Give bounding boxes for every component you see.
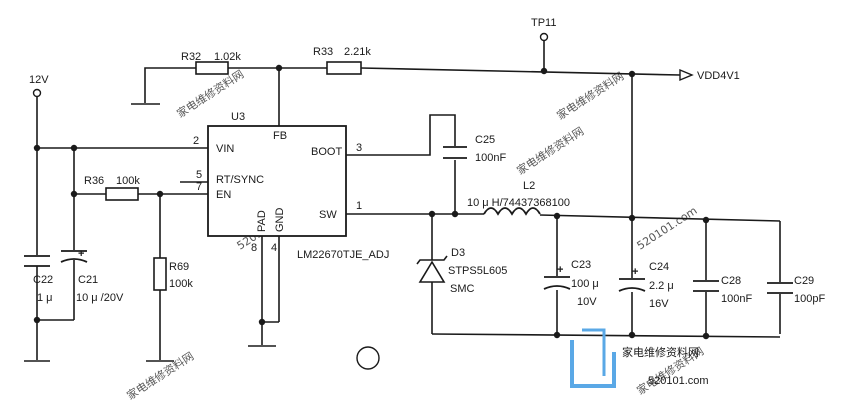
label-pin-fb: FB (273, 130, 287, 142)
label-r33: R33 (313, 46, 333, 58)
label-pin-5: 5 (196, 169, 202, 181)
label-pin-7: 7 (196, 181, 202, 193)
label-c24-value: 2.2 μ (649, 280, 674, 292)
site-logo-icon (570, 340, 616, 388)
vdd-output-arrow-icon (679, 68, 694, 82)
label-pin-boot: BOOT (311, 146, 342, 158)
capacitor-c29 (767, 282, 793, 294)
label-l2-value: 10 μ H/74437368100 (467, 197, 570, 209)
capacitor-c24 (618, 278, 646, 292)
watermark-text: 520101.com (635, 204, 700, 252)
label-pin-2: 2 (193, 135, 199, 147)
tp11-testpoint (539, 32, 549, 42)
label-c28: C28 (721, 275, 741, 287)
label-pin-vin: VIN (216, 143, 234, 155)
label-pin-3: 3 (356, 142, 362, 154)
label-c29-value: 100pF (794, 293, 825, 305)
label-pin-rtsync: RT/SYNC (216, 174, 264, 186)
label-c24-voltage: 16V (649, 298, 669, 310)
label-pin-4: 4 (271, 242, 277, 254)
label-pin-en: EN (216, 189, 231, 201)
ground-layer (24, 103, 276, 362)
capacitor-c28 (693, 280, 719, 292)
label-layer: R32 1.02k R33 2.21k TP11 VDD4V1 12V U3 F… (29, 17, 825, 310)
diode-d3 (416, 255, 448, 283)
label-r69-value: 100k (169, 278, 193, 290)
label-c23-polarity: + (557, 264, 563, 276)
resistor-r36 (105, 187, 139, 201)
label-r36: R36 (84, 175, 104, 187)
label-c22: C22 (33, 274, 53, 286)
site-logo-text: 家电维修资料网 (622, 345, 699, 359)
label-pin-8: 8 (251, 242, 257, 254)
label-pin-gnd: GND (274, 208, 286, 233)
site-logo: 家电维修资料网 520101.com (570, 328, 709, 388)
label-vdd4v1: VDD4V1 (697, 70, 740, 82)
label-c25: C25 (475, 134, 495, 146)
label-c21-value: 10 μ /20V (76, 292, 124, 304)
site-logo-icon (582, 328, 606, 376)
figure-number-circle (356, 346, 380, 370)
label-r33-value: 2.21k (344, 46, 371, 58)
resistor-r32 (195, 61, 229, 75)
label-d3-package: SMC (450, 283, 475, 295)
label-c23: C23 (571, 259, 591, 271)
label-l2: L2 (523, 180, 535, 192)
label-r36-value: 100k (116, 175, 140, 187)
resistor-r69 (153, 257, 167, 291)
junction-layer (33, 64, 710, 340)
label-pin-1: 1 (356, 200, 362, 212)
label-c21: C21 (78, 274, 98, 286)
label-r32-value: 1.02k (214, 51, 241, 63)
label-pin-sw: SW (319, 209, 337, 221)
label-chip-part: LM22670TJE_ADJ (297, 249, 389, 261)
label-pin-pad: PAD (256, 210, 268, 232)
label-u3: U3 (231, 111, 245, 123)
label-c23-value: 100 μ (571, 278, 599, 290)
label-r69: R69 (169, 261, 189, 273)
label-c22-value: 1 μ (37, 292, 53, 304)
capacitor-c23 (543, 276, 571, 290)
label-c25-value: 100nF (475, 152, 506, 164)
label-12v: 12V (29, 74, 49, 86)
label-c21-polarity: + (78, 248, 84, 260)
capacitor-c21 (60, 250, 88, 263)
site-logo-url: 520101.com (648, 375, 709, 387)
label-c28-value: 100nF (721, 293, 752, 305)
inductor-l2 (483, 207, 541, 216)
label-d3: D3 (451, 247, 465, 259)
label-tp11: TP11 (531, 17, 556, 29)
label-c23-voltage: 10V (577, 296, 597, 308)
resistor-r33 (326, 61, 362, 75)
label-c24-polarity: + (632, 266, 638, 278)
capacitor-c25 (443, 146, 467, 159)
wire-layer (36, 41, 781, 360)
capacitor-c22 (24, 255, 50, 267)
label-c29: C29 (794, 275, 814, 287)
label-d3-value: STPS5L605 (448, 265, 507, 277)
input-12v-terminal (32, 88, 42, 98)
watermark-text: 家电维修资料网 (514, 124, 586, 178)
label-c24: C24 (649, 261, 669, 273)
ic-u3-body (207, 125, 347, 237)
label-r32: R32 (181, 51, 201, 63)
watermark-text: 家电维修资料网 (554, 69, 626, 123)
